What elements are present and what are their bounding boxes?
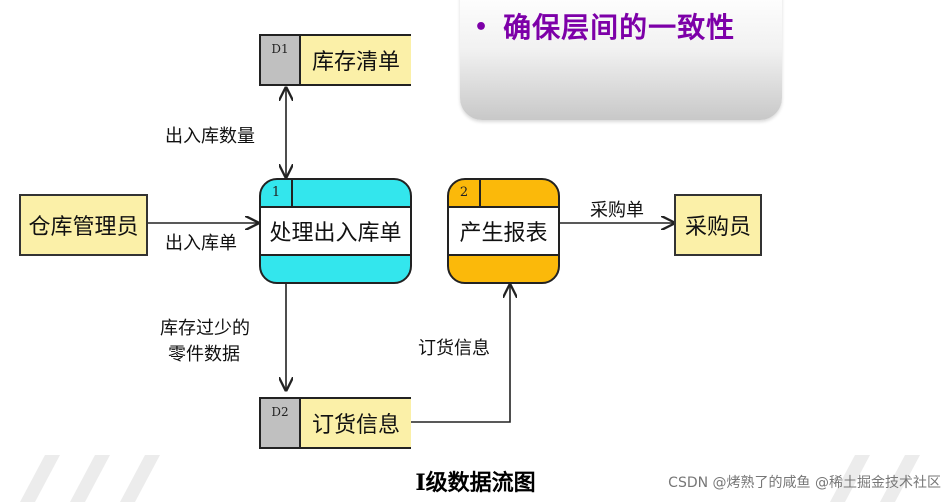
flow-label-low-stock-2: 零件数据 xyxy=(168,344,240,365)
banner-heading: • 确保层间的一致性 xyxy=(474,6,735,46)
store-name: 订货信息 xyxy=(301,399,411,447)
flow-label-inout-qty: 出入库数量 xyxy=(165,126,255,147)
flow-label-low-stock-1: 库存过少的 xyxy=(160,318,250,339)
process-name: 处理出入库单 xyxy=(261,208,410,256)
flow-label-order-info: 订货信息 xyxy=(418,338,490,359)
data-store-d2: D2 订货信息 xyxy=(259,397,411,449)
process-number: 2 xyxy=(449,180,481,206)
title-banner xyxy=(460,0,782,120)
store-id: D1 xyxy=(261,36,301,84)
bullet-point: • xyxy=(474,15,490,40)
store-id: D2 xyxy=(261,399,301,447)
process-name: 产生报表 xyxy=(449,208,558,256)
decorative-stripes xyxy=(20,455,920,502)
flow-label-inout-form: 出入库单 xyxy=(165,233,237,254)
entity-purchaser: 采购员 xyxy=(674,194,762,256)
store-name: 库存清单 xyxy=(301,36,411,84)
flow-d2-p2 xyxy=(410,285,510,423)
process-2: 2 产生报表 xyxy=(447,178,560,284)
banner-text: 确保层间的一致性 xyxy=(503,11,736,44)
flow-label-purchase-order: 采购单 xyxy=(590,200,644,221)
process-number: 1 xyxy=(261,180,293,206)
entity-warehouse-manager: 仓库管理员 xyxy=(19,194,148,256)
process-1: 1 处理出入库单 xyxy=(259,178,412,284)
watermark: CSDN @烤熟了的咸鱼 @稀土掘金技术社区 xyxy=(668,475,941,491)
data-store-d1: D1 库存清单 xyxy=(259,34,411,86)
diagram-caption: I级数据流图 xyxy=(415,470,536,496)
